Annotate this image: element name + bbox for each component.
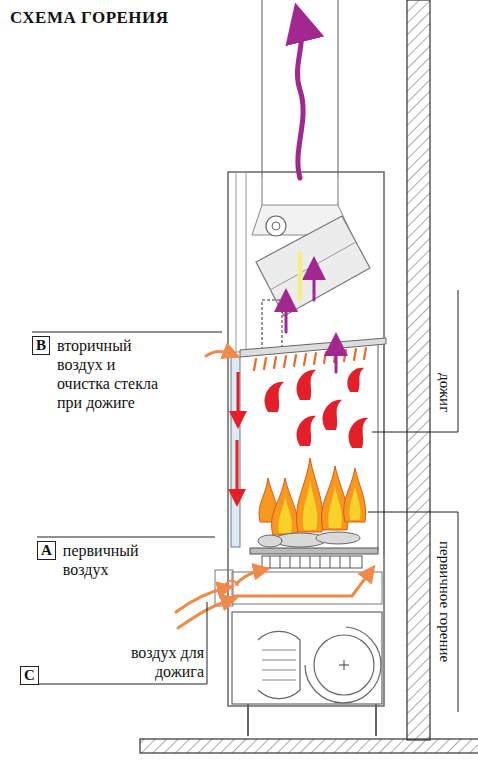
diagram-title: СХЕМА ГОРЕНИЯ bbox=[10, 8, 169, 28]
callout-letter: C bbox=[21, 667, 38, 684]
callout-box: Aпервичный воздух bbox=[37, 541, 56, 560]
vertical-label: дожиг bbox=[436, 372, 453, 413]
vertical-label: первичное горение bbox=[436, 540, 453, 663]
callout-box: Cвоздух для дожига bbox=[20, 666, 39, 685]
callout-text: первичный воздух bbox=[63, 541, 175, 579]
callout-letter: A bbox=[38, 542, 55, 559]
callout-letter: B bbox=[33, 337, 49, 354]
callout-text: воздух для дожига bbox=[114, 643, 204, 681]
callout-text: вторичный воздух и очистка стекла при до… bbox=[57, 336, 161, 412]
callout-box: Bвторичный воздух и очистка стекла при д… bbox=[32, 336, 50, 355]
